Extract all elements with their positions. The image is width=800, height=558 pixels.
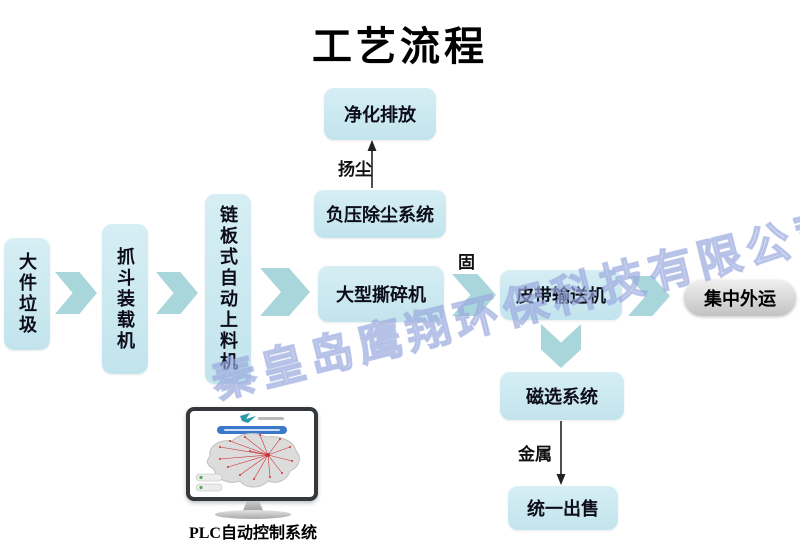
plc-monitor xyxy=(186,407,318,501)
flow-arrow-right-icon xyxy=(55,272,97,314)
down-arrow-icon xyxy=(556,421,566,485)
monitor-screen xyxy=(195,413,300,492)
network-lines-icon xyxy=(219,434,293,480)
node-chain-feeder: 链板式自动上料机 xyxy=(205,194,251,384)
node-large-waste: 大件垃圾 xyxy=(4,238,50,350)
node-dust-removal: 负压除尘系统 xyxy=(314,190,446,238)
node-outbound: 集中外运 xyxy=(684,280,796,316)
up-arrow-icon xyxy=(367,140,377,188)
monitor-stand-neck xyxy=(242,501,264,512)
flow-arrow-right-icon xyxy=(156,272,198,314)
flow-arrow-right-icon xyxy=(452,274,496,316)
page-title: 工艺流程 xyxy=(312,25,488,69)
node-grab-loader: 抓斗装载机 xyxy=(102,224,148,374)
node-belt-conveyor: 皮带输送机 xyxy=(500,270,622,320)
node-purified-emission: 净化排放 xyxy=(324,88,436,140)
flow-arrow-right-icon xyxy=(628,276,670,316)
node-magnetic-separation: 磁选系统 xyxy=(500,372,624,420)
dust-label: 扬尘 xyxy=(338,160,372,179)
eagle-logo-icon xyxy=(240,413,256,423)
plc-system-label: PLC自动控制系统 xyxy=(188,525,317,542)
node-unified-sale: 统一出售 xyxy=(508,486,618,530)
node-shredder: 大型撕碎机 xyxy=(318,266,444,322)
solid-output-label: 固 xyxy=(458,253,475,272)
flow-arrow-right-icon xyxy=(260,268,310,316)
flow-arrow-down-icon xyxy=(541,324,581,368)
monitor-stand-base xyxy=(215,510,291,519)
metal-label: 金属 xyxy=(518,445,552,464)
screen-buttons xyxy=(195,473,223,492)
